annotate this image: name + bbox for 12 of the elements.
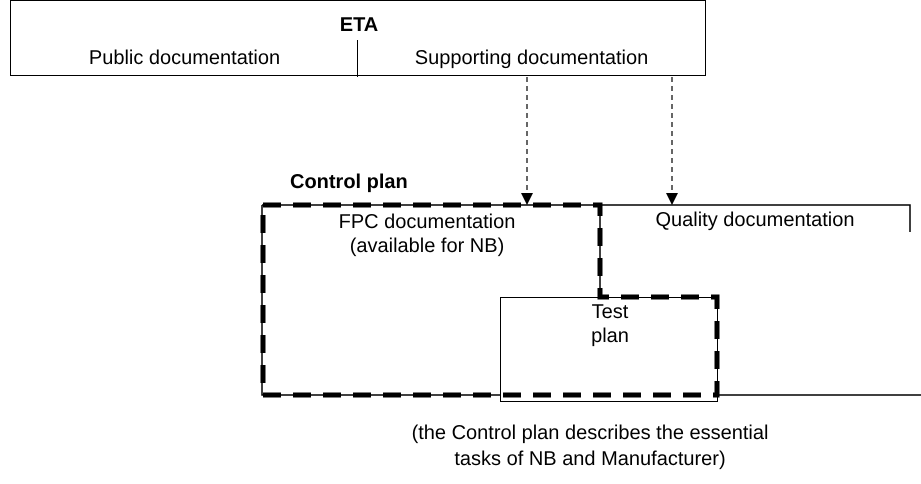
document-box xyxy=(10,0,706,76)
caption: (the Control plan describes the essential tasks of NB and Manufacturer) xyxy=(410,421,770,472)
area-label: FPC documentation (available for NB) xyxy=(338,210,516,258)
box-heading: ETA xyxy=(338,13,380,37)
plan-box xyxy=(500,297,718,402)
arrow xyxy=(521,77,533,205)
arrow xyxy=(666,77,678,205)
region-heading: Control plan xyxy=(290,170,409,194)
section-label: Supporting documentation xyxy=(414,46,650,70)
box-label: Test plan xyxy=(590,300,630,348)
section-label: Public documentation xyxy=(88,46,282,70)
area-label: Quality documentation xyxy=(654,208,856,232)
